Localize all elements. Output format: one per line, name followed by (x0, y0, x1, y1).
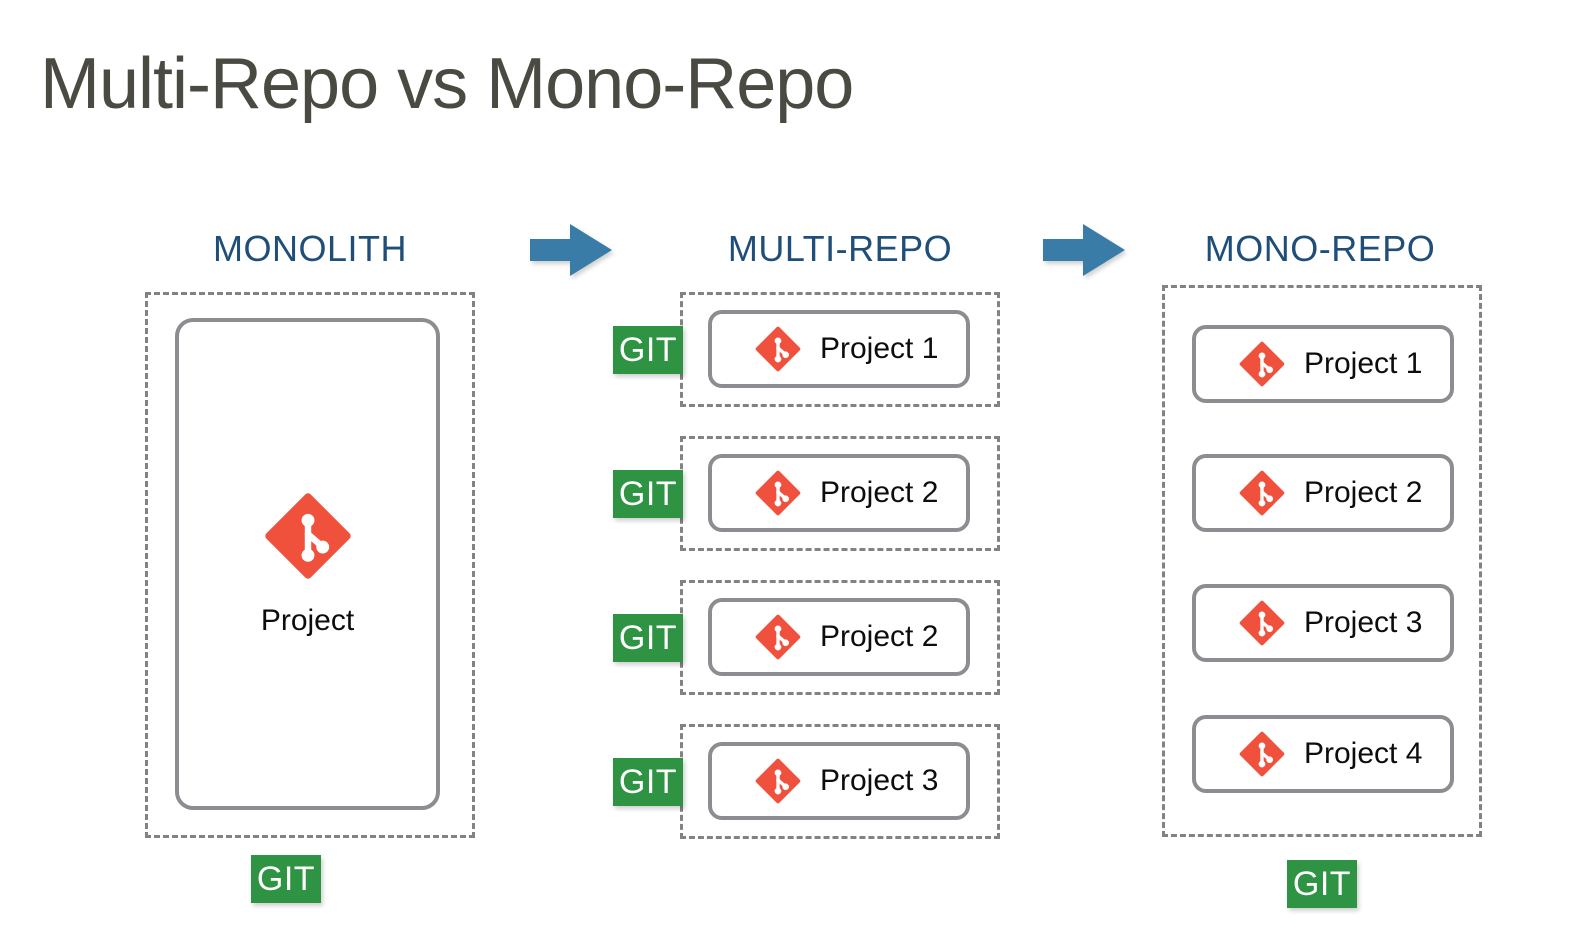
git-badge-multirepo[interactable]: GIT (613, 326, 683, 374)
arrow-right-icon (530, 224, 612, 276)
git-logo-icon (755, 614, 801, 660)
git-logo-icon (1239, 600, 1285, 646)
monorepo-project-box[interactable]: Project 4 (1192, 715, 1454, 793)
column-header-monolith: MONOLITH (212, 228, 407, 269)
multirepo-project-box[interactable]: Project 2 (708, 454, 970, 532)
monorepo-project-box[interactable]: Project 3 (1192, 584, 1454, 662)
monolith-project-label: Project (260, 604, 355, 637)
project-label: Project 2 (820, 620, 939, 653)
column-header-monorepo: MONO-REPO (1204, 228, 1436, 269)
project-row: Project 4 (1196, 730, 1450, 778)
project-label: Project 1 (820, 332, 939, 365)
git-logo-icon (1239, 731, 1285, 777)
project-label: Project 3 (1304, 606, 1423, 639)
project-label: Project 4 (1304, 737, 1423, 770)
git-logo-icon (755, 470, 801, 516)
monolith-repo-boundary (145, 292, 475, 838)
project-label: Project 1 (1304, 347, 1423, 380)
git-badge-multirepo[interactable]: GIT (613, 470, 683, 518)
column-header-multirepo: MULTI-REPO (727, 228, 953, 269)
monolith-project-box[interactable]: Project (175, 318, 440, 810)
git-logo-icon (1239, 341, 1285, 387)
project-row: Project 2 (1196, 469, 1450, 517)
git-logo-icon (1239, 470, 1285, 516)
git-logo-icon (755, 326, 801, 372)
multirepo-project-box[interactable]: Project 1 (708, 310, 970, 388)
project-row: Project 1 (712, 325, 966, 373)
git-badge-multirepo[interactable]: GIT (613, 614, 683, 662)
multirepo-project-box[interactable]: Project 3 (708, 742, 970, 820)
monorepo-project-box[interactable]: Project 1 (1192, 325, 1454, 403)
git-badge-multirepo[interactable]: GIT (613, 758, 683, 806)
multirepo-project-box[interactable]: Project 2 (708, 598, 970, 676)
arrow-right-icon (1043, 224, 1125, 276)
git-badge-monolith[interactable]: GIT (251, 855, 321, 903)
page-title: Multi-Repo vs Mono-Repo (40, 44, 854, 124)
project-row: Project 3 (1196, 599, 1450, 647)
monorepo-project-box[interactable]: Project 2 (1192, 454, 1454, 532)
project-label: Project 3 (820, 764, 939, 797)
project-row: Project 1 (1196, 340, 1450, 388)
git-badge-monorepo[interactable]: GIT (1287, 860, 1357, 908)
project-row: Project 3 (712, 757, 966, 805)
project-label: Project 2 (820, 476, 939, 509)
git-logo-icon (755, 758, 801, 804)
git-logo-icon (264, 493, 351, 579)
project-row: Project 2 (712, 613, 966, 661)
project-label: Project 2 (1304, 476, 1423, 509)
project-row: Project 2 (712, 469, 966, 517)
monorepo-repo-boundary (1162, 285, 1482, 837)
